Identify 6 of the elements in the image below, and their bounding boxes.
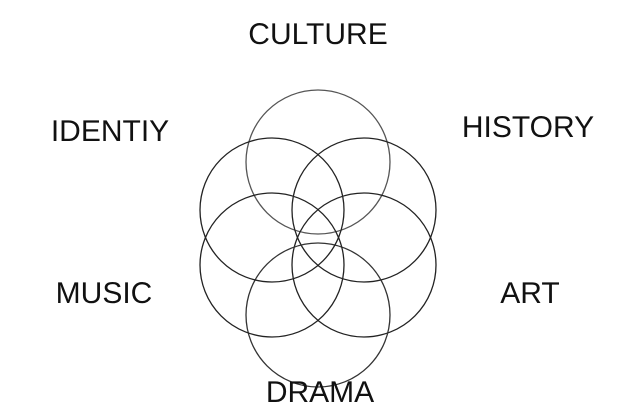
category-label: DRAMA bbox=[266, 378, 374, 408]
category-label: IDENTIY bbox=[50, 117, 170, 147]
category-label: HISTORY bbox=[462, 113, 594, 143]
category-label: MUSIC bbox=[56, 279, 152, 309]
category-label: CULTURE bbox=[248, 20, 388, 50]
category-label: ART bbox=[500, 279, 560, 309]
